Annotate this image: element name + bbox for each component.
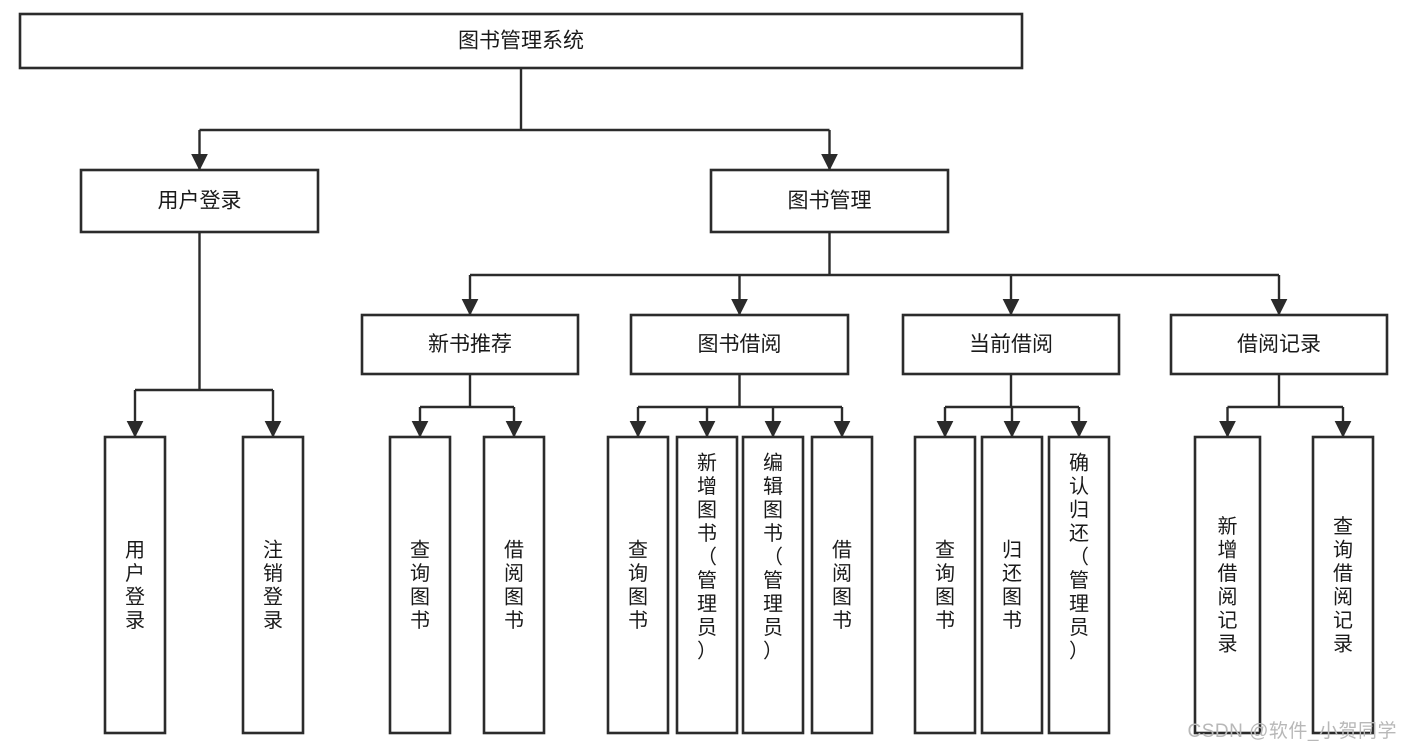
node-box[interactable] [241,435,305,735]
node-label: 编辑图书（管理员） [763,451,783,662]
node-leaf-query-record[interactable]: 查询借阅记录 [1311,435,1375,735]
node-box[interactable] [901,313,1121,376]
node-leaf-user-login[interactable]: 用户登录 [103,435,167,735]
node-box[interactable] [709,168,950,234]
node-box[interactable] [606,435,670,735]
connector-layer [126,68,1352,438]
node-user-login[interactable]: 用户登录 [79,168,320,234]
node-book-manage[interactable]: 图书管理 [709,168,950,234]
node-current-borrow[interactable]: 当前借阅 [901,313,1121,376]
node-box[interactable] [388,435,452,735]
node-leaf-confirm-return[interactable]: 确认归还（管理员） [1047,435,1111,735]
node-label: 图书管理系统 [458,30,584,53]
node-label: 借阅图书 [832,538,852,632]
connector-group-borrow-record [1219,374,1352,438]
node-label: 图书管理 [788,190,872,213]
node-leaf-edit-book[interactable]: 编辑图书（管理员） [741,435,805,735]
node-label: 图书借阅 [698,333,782,356]
connector-group-book-manage [461,232,1288,316]
node-leaf-query-book-1[interactable]: 查询图书 [388,435,452,735]
node-label: 新增图书（管理员） [697,451,717,662]
node-label: 用户登录 [158,190,242,213]
node-box[interactable] [18,12,1024,70]
connector-group-user-login [126,232,282,438]
node-label: 当前借阅 [969,333,1053,356]
node-label: 查询图书 [410,538,430,632]
node-layer: 图书管理系统用户登录图书管理新书推荐图书借阅当前借阅借阅记录用户登录注销登录查询… [18,12,1389,735]
node-leaf-borrow-book-2[interactable]: 借阅图书 [810,435,874,735]
node-label: 查询借阅记录 [1333,515,1353,656]
node-book-borrow[interactable]: 图书借阅 [629,313,850,376]
node-box[interactable] [1193,435,1262,735]
connector-group-current-borrow [936,374,1088,438]
node-box[interactable] [980,435,1044,735]
node-leaf-query-book-2[interactable]: 查询图书 [606,435,670,735]
node-box[interactable] [103,435,167,735]
node-leaf-add-record[interactable]: 新增借阅记录 [1193,435,1262,735]
node-box[interactable] [79,168,320,234]
node-label: 确认归还（管理员） [1069,451,1089,662]
node-label: 查询图书 [935,538,955,632]
node-leaf-return-book[interactable]: 归还图书 [980,435,1044,735]
node-label: 借阅记录 [1237,333,1321,356]
node-box[interactable] [629,313,850,376]
node-box[interactable] [741,435,805,735]
connector-group-new-book-rec [411,374,523,438]
connector-group-book-borrow [629,374,851,438]
node-label: 归还图书 [1002,538,1022,632]
node-root[interactable]: 图书管理系统 [18,12,1024,70]
node-borrow-record[interactable]: 借阅记录 [1169,313,1389,376]
node-box[interactable] [1311,435,1375,735]
node-box[interactable] [482,435,546,735]
node-leaf-query-book-3[interactable]: 查询图书 [913,435,977,735]
node-label: 借阅图书 [504,538,524,632]
node-new-book-rec[interactable]: 新书推荐 [360,313,580,376]
node-box[interactable] [360,313,580,376]
node-leaf-logout[interactable]: 注销登录 [241,435,305,735]
node-box[interactable] [913,435,977,735]
node-label: 用户登录 [125,539,145,632]
node-box[interactable] [1047,435,1111,735]
node-label: 注销登录 [263,538,283,632]
node-label: 新增借阅记录 [1218,515,1238,656]
node-box[interactable] [810,435,874,735]
node-box[interactable] [675,435,739,735]
node-label: 新书推荐 [428,333,512,356]
connector-group-root [191,68,838,171]
node-leaf-borrow-book-1[interactable]: 借阅图书 [482,435,546,735]
node-leaf-add-book[interactable]: 新增图书（管理员） [675,435,739,735]
node-label: 查询图书 [628,538,648,632]
node-box[interactable] [1169,313,1389,376]
